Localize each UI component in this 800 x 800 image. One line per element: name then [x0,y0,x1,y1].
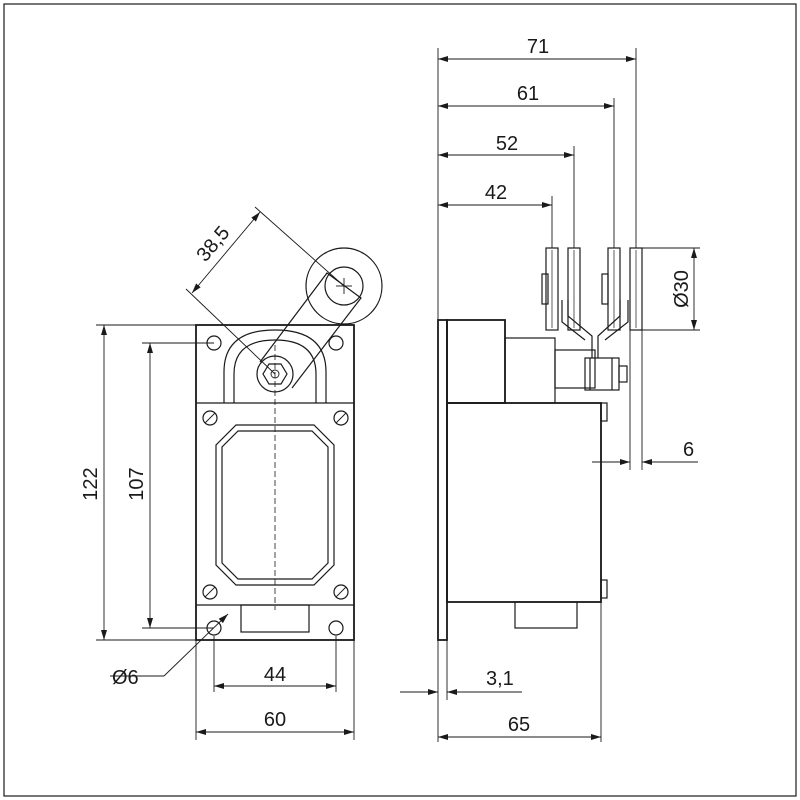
cover-screws [202,410,349,600]
dim-height-122: 122 [80,467,102,500]
cover-plate [215,424,335,586]
frame-border [3,3,797,797]
side-body [446,402,602,603]
front-dimensions: 122 107 38,5 Ø6 44 60 [80,206,355,740]
dim-flange-3-1: 3,1 [486,668,514,690]
side-head [446,319,506,404]
dim-top-71: 71 [527,36,549,58]
hex-nut [262,363,288,385]
front-body [195,324,355,641]
front-view [195,247,383,641]
side-flange [437,319,448,641]
dim-depth-65: 65 [508,714,530,736]
dim-width-60: 60 [264,709,286,731]
dim-height-107: 107 [126,467,148,500]
cable-entry [240,604,310,633]
mount-hole-bottom-right [328,620,344,636]
dim-top-42: 42 [485,182,507,204]
dim-top-52: 52 [496,133,518,155]
dim-width-44: 44 [264,664,286,686]
mount-hole-top-right [328,335,344,351]
dim-top-61: 61 [517,83,539,105]
dim-roller-38-5: 38,5 [192,222,234,266]
dim-side-6: 6 [683,439,694,461]
side-cable-entry [514,601,578,629]
dim-hole-d6: Ø6 [112,667,139,689]
side-dimensions: 71 61 52 42 Ø30 6 3,1 65 [400,36,700,742]
lever-arm [259,247,383,389]
side-view [437,247,643,641]
roller-plates [541,247,643,331]
dim-roller-d30: Ø30 [671,270,693,308]
